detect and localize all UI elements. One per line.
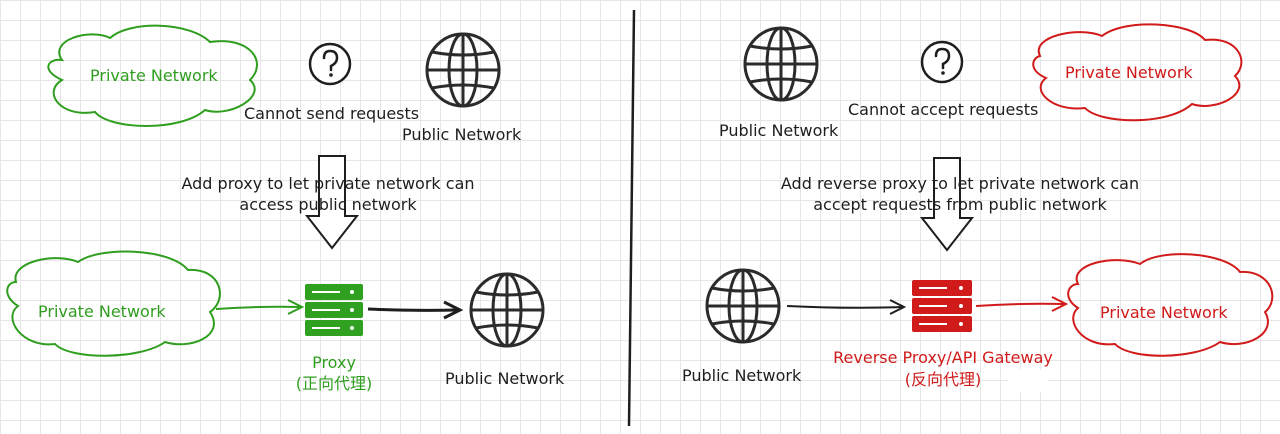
globe-icon-top-left <box>425 32 501 108</box>
cloud-private-top-right <box>1032 23 1243 122</box>
proxy-label: Proxy <box>312 353 356 372</box>
gateway-label: Reverse Proxy/API Gateway <box>833 348 1053 367</box>
globe-icon-bottom-left <box>469 272 545 348</box>
arrow-cloud-to-proxy <box>215 299 305 315</box>
gateway-sublabel: (反向代理) <box>904 370 982 389</box>
server-icon-proxy <box>305 284 363 336</box>
divider-line <box>627 9 636 427</box>
public-network-label-bottom-right: Public Network <box>682 366 802 385</box>
server-icon-gateway <box>912 280 972 332</box>
reverse-note-line1: Add reverse proxy to let private network… <box>780 174 1140 193</box>
public-network-label-top-right: Public Network <box>719 121 839 140</box>
globe-icon-bottom-right <box>705 268 781 344</box>
cannot-accept-label: Cannot accept requests <box>848 100 1039 119</box>
proxy-sublabel: (正向代理) <box>295 374 373 393</box>
private-network-label-top-right: Private Network <box>1065 63 1193 82</box>
cloud-private-bottom-left <box>6 250 221 357</box>
cloud-private-bottom-right <box>1067 253 1274 357</box>
question-icon-right <box>920 40 964 84</box>
cannot-send-label: Cannot send requests <box>244 104 420 123</box>
private-network-label-bottom-left: Private Network <box>38 302 166 321</box>
public-network-label-top-left: Public Network <box>402 125 522 144</box>
globe-icon-top-right <box>743 26 819 102</box>
public-network-label-bottom-left: Public Network <box>445 369 565 388</box>
arrow-proxy-to-globe <box>367 300 464 320</box>
proxy-note-line1: Add proxy to let private network can <box>181 174 475 193</box>
white-patch <box>1008 370 1048 392</box>
arrow-gateway-to-cloud <box>975 296 1069 312</box>
proxy-note-line2: access public network <box>239 195 417 214</box>
arrow-globe-to-gateway <box>786 299 907 315</box>
private-network-label-bottom-right: Private Network <box>1100 303 1228 322</box>
private-network-label-top-left: Private Network <box>90 66 218 85</box>
cloud-private-top-left <box>47 24 258 127</box>
reverse-note-line2: accept requests from public network <box>813 195 1107 214</box>
question-icon-left <box>308 42 352 86</box>
